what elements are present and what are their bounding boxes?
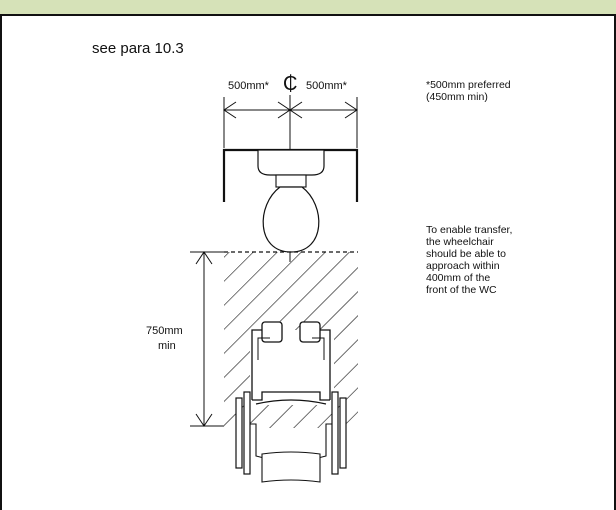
transfer-note: To enable transfer, the wheelchair shoul… (426, 224, 513, 296)
wheelchair (235, 321, 347, 483)
depth-qualifier-label: min (158, 340, 176, 352)
wc-pan (257, 149, 325, 253)
header-band (0, 0, 616, 16)
centreline-symbol: ₵ (283, 73, 298, 95)
depth-dimension (190, 251, 224, 427)
depth-value-label: 750mm (146, 325, 183, 337)
preferred-width-note: *500mm preferred (450mm min) (426, 79, 511, 103)
para-reference: see para 10.3 (92, 40, 184, 57)
left-width-label: 500mm* (228, 80, 269, 92)
right-width-label: 500mm* (306, 80, 347, 92)
